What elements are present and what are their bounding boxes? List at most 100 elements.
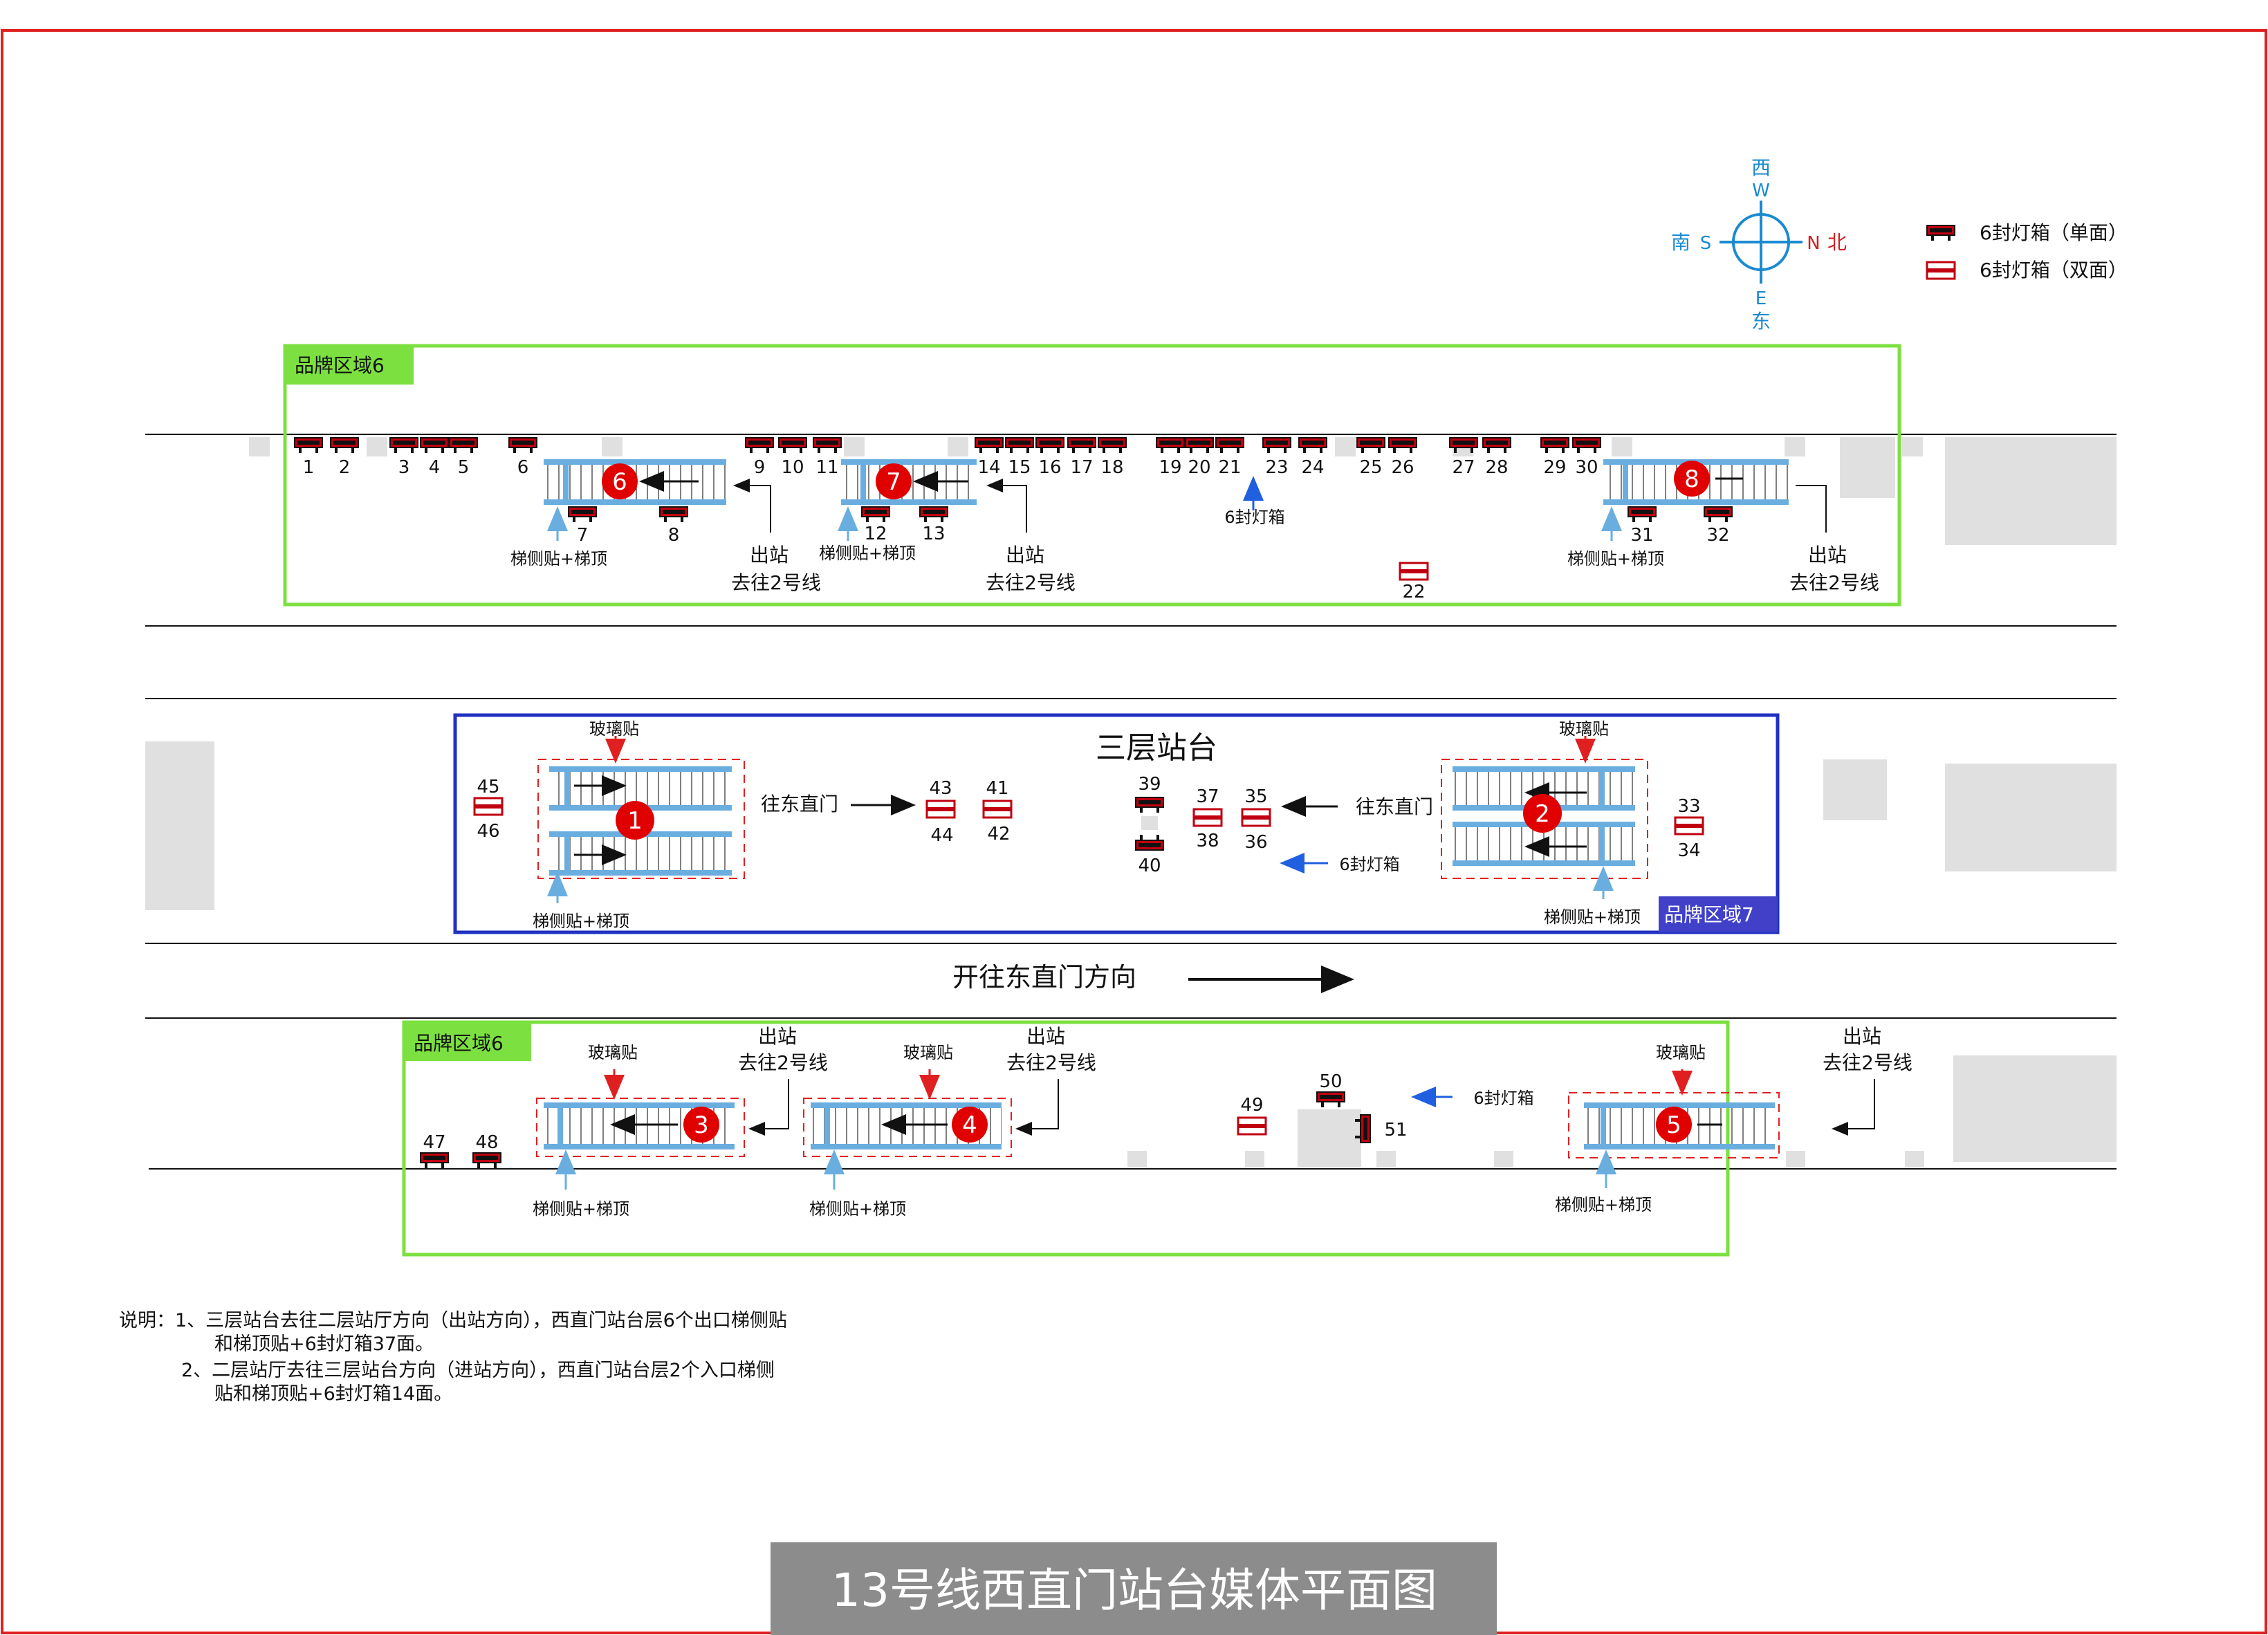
glass-label-5: 玻璃贴 <box>1656 1043 1706 1062</box>
num-51: 51 <box>1384 1120 1407 1140</box>
lightbox-label-mid: 6封灯箱 <box>1339 855 1399 874</box>
side-label-5: 梯侧贴+梯顶 <box>1555 1195 1652 1214</box>
compass-east-cn: 东 <box>1751 310 1771 333</box>
num-32: 32 <box>1706 525 1729 546</box>
box-21 <box>1215 437 1244 454</box>
compass-west: W <box>1752 181 1770 201</box>
circle-1: 1 <box>627 807 643 835</box>
box-23 <box>1262 437 1291 454</box>
escalator-1: 1 <box>537 759 745 879</box>
circle-8: 8 <box>1684 465 1699 493</box>
brand-zone-top-label: 品牌区域6 <box>295 354 385 377</box>
box-20 <box>1185 437 1214 454</box>
box-15 <box>1005 437 1034 454</box>
box-8 <box>659 506 688 523</box>
exit-4-l2: 去往2号线 <box>1006 1051 1096 1074</box>
notes: 说明：1、三层站台去往二层站厅方向（出站方向），西直门站台层6个出口梯侧贴 和梯… <box>119 1310 787 1405</box>
num-17: 17 <box>1070 457 1093 478</box>
escalator-6: 6 <box>544 459 726 505</box>
glass-label-1: 玻璃贴 <box>589 719 639 739</box>
lightbox-label-bottom: 6封灯箱 <box>1473 1089 1533 1108</box>
box-2 <box>330 437 359 454</box>
middle-boxes: 45 46 43 44 41 42 39 40 37 38 35 36 33 3… <box>473 774 1704 876</box>
note-line-3: 2、二层站厅去往三层站台方向（进站方向），西直门站台层2个入口梯侧 <box>181 1360 775 1381</box>
num-11: 11 <box>815 457 838 478</box>
box-32 <box>1704 506 1733 523</box>
num-14: 14 <box>977 457 1000 478</box>
structure-blocks <box>145 437 2117 1167</box>
num-6: 6 <box>517 457 529 478</box>
compass-west-cn: 西 <box>1751 156 1771 179</box>
num-16: 16 <box>1038 457 1061 478</box>
num-30: 30 <box>1575 457 1598 478</box>
box-12 <box>861 506 890 523</box>
compass-north-cn: 北 <box>1827 231 1847 254</box>
to-dzm-right: 往东直门 <box>1356 795 1433 818</box>
brand-zone-middle-tag <box>1659 896 1778 932</box>
note-line-2: 和梯顶贴+6封灯箱37面。 <box>214 1333 434 1355</box>
num-21: 21 <box>1218 457 1241 478</box>
num-2: 2 <box>339 457 351 478</box>
title-bar <box>771 1542 1497 1635</box>
box-22 <box>1399 562 1429 581</box>
num-31: 31 <box>1630 525 1653 546</box>
brand-zone-bottom-label: 品牌区域6 <box>414 1032 504 1055</box>
num-26: 26 <box>1391 457 1414 478</box>
platform-title: 三层站台 <box>1096 730 1217 766</box>
exit-6-l1: 出站 <box>750 544 789 566</box>
compass-north: N <box>1807 233 1820 254</box>
num-42: 42 <box>987 824 1010 844</box>
note-line-4: 贴和梯顶贴+6封灯箱14面。 <box>214 1383 452 1405</box>
exit-4-l1: 出站 <box>1026 1025 1065 1048</box>
escalator-5: 5 <box>1568 1092 1780 1158</box>
side-label-7: 梯侧贴+梯顶 <box>819 544 916 563</box>
side-label-3: 梯侧贴+梯顶 <box>533 1199 629 1219</box>
num-3: 3 <box>398 457 410 478</box>
box-25 <box>1356 437 1385 454</box>
page-title: 13号线西直门站台媒体平面图 <box>831 1564 1437 1617</box>
track-lines <box>145 434 2117 1170</box>
exit-8-l1: 出站 <box>1808 544 1847 566</box>
num-1: 1 <box>303 457 315 478</box>
glass-label-4: 玻璃贴 <box>903 1043 953 1062</box>
num-37: 37 <box>1196 786 1219 807</box>
num-25: 25 <box>1359 457 1382 478</box>
exit-3-l1: 出站 <box>758 1025 797 1048</box>
brand-zone-top <box>283 344 1901 607</box>
legend-single-label: 6封灯箱（单面） <box>1980 221 2128 244</box>
brand-zone-top-tag <box>285 346 414 385</box>
box-19 <box>1156 437 1185 454</box>
exit-5-l2: 去往2号线 <box>1823 1051 1912 1074</box>
exit-5-l1: 出站 <box>1843 1025 1881 1048</box>
top-side-labels: 梯侧贴+梯顶 梯侧贴+梯顶 梯侧贴+梯顶 6封灯箱 <box>510 476 1664 569</box>
box-6 <box>508 437 537 454</box>
circle-6: 6 <box>612 468 627 496</box>
num-48: 48 <box>475 1132 498 1153</box>
box-17 <box>1067 437 1096 454</box>
box-10 <box>778 437 807 454</box>
box-1 <box>294 437 323 454</box>
exit-8-l2: 去往2号线 <box>1789 571 1879 594</box>
num-9: 9 <box>754 457 766 478</box>
num-12: 12 <box>864 524 887 544</box>
box-29 <box>1540 437 1569 454</box>
num-40: 40 <box>1138 856 1161 876</box>
num-43: 43 <box>929 778 952 799</box>
num-20: 20 <box>1188 457 1210 478</box>
circle-5: 5 <box>1666 1111 1681 1139</box>
box-11 <box>813 437 842 454</box>
box-28 <box>1482 437 1511 454</box>
side-label-8: 梯侧贴+梯顶 <box>1567 549 1664 569</box>
glass-label-3: 玻璃贴 <box>588 1043 638 1062</box>
bottom-labels: 玻璃贴 玻璃贴 玻璃贴 出站 去往2号线 出站 去往2号线 出站 去往2号线 梯… <box>533 1025 1912 1219</box>
circle-3: 3 <box>694 1111 709 1139</box>
num-13: 13 <box>922 524 945 544</box>
top-exit-labels: 出站 去往2号线 出站 去往2号线 出站 去往2号线 <box>731 479 1879 594</box>
exit-7-l2: 去往2号线 <box>986 571 1076 594</box>
bottom-boxes: 47 48 49 50 51 <box>420 1071 1408 1169</box>
num-33: 33 <box>1677 796 1700 817</box>
num-38: 38 <box>1196 831 1219 851</box>
num-49: 49 <box>1240 1095 1263 1116</box>
exit-7-l1: 出站 <box>1006 544 1044 566</box>
